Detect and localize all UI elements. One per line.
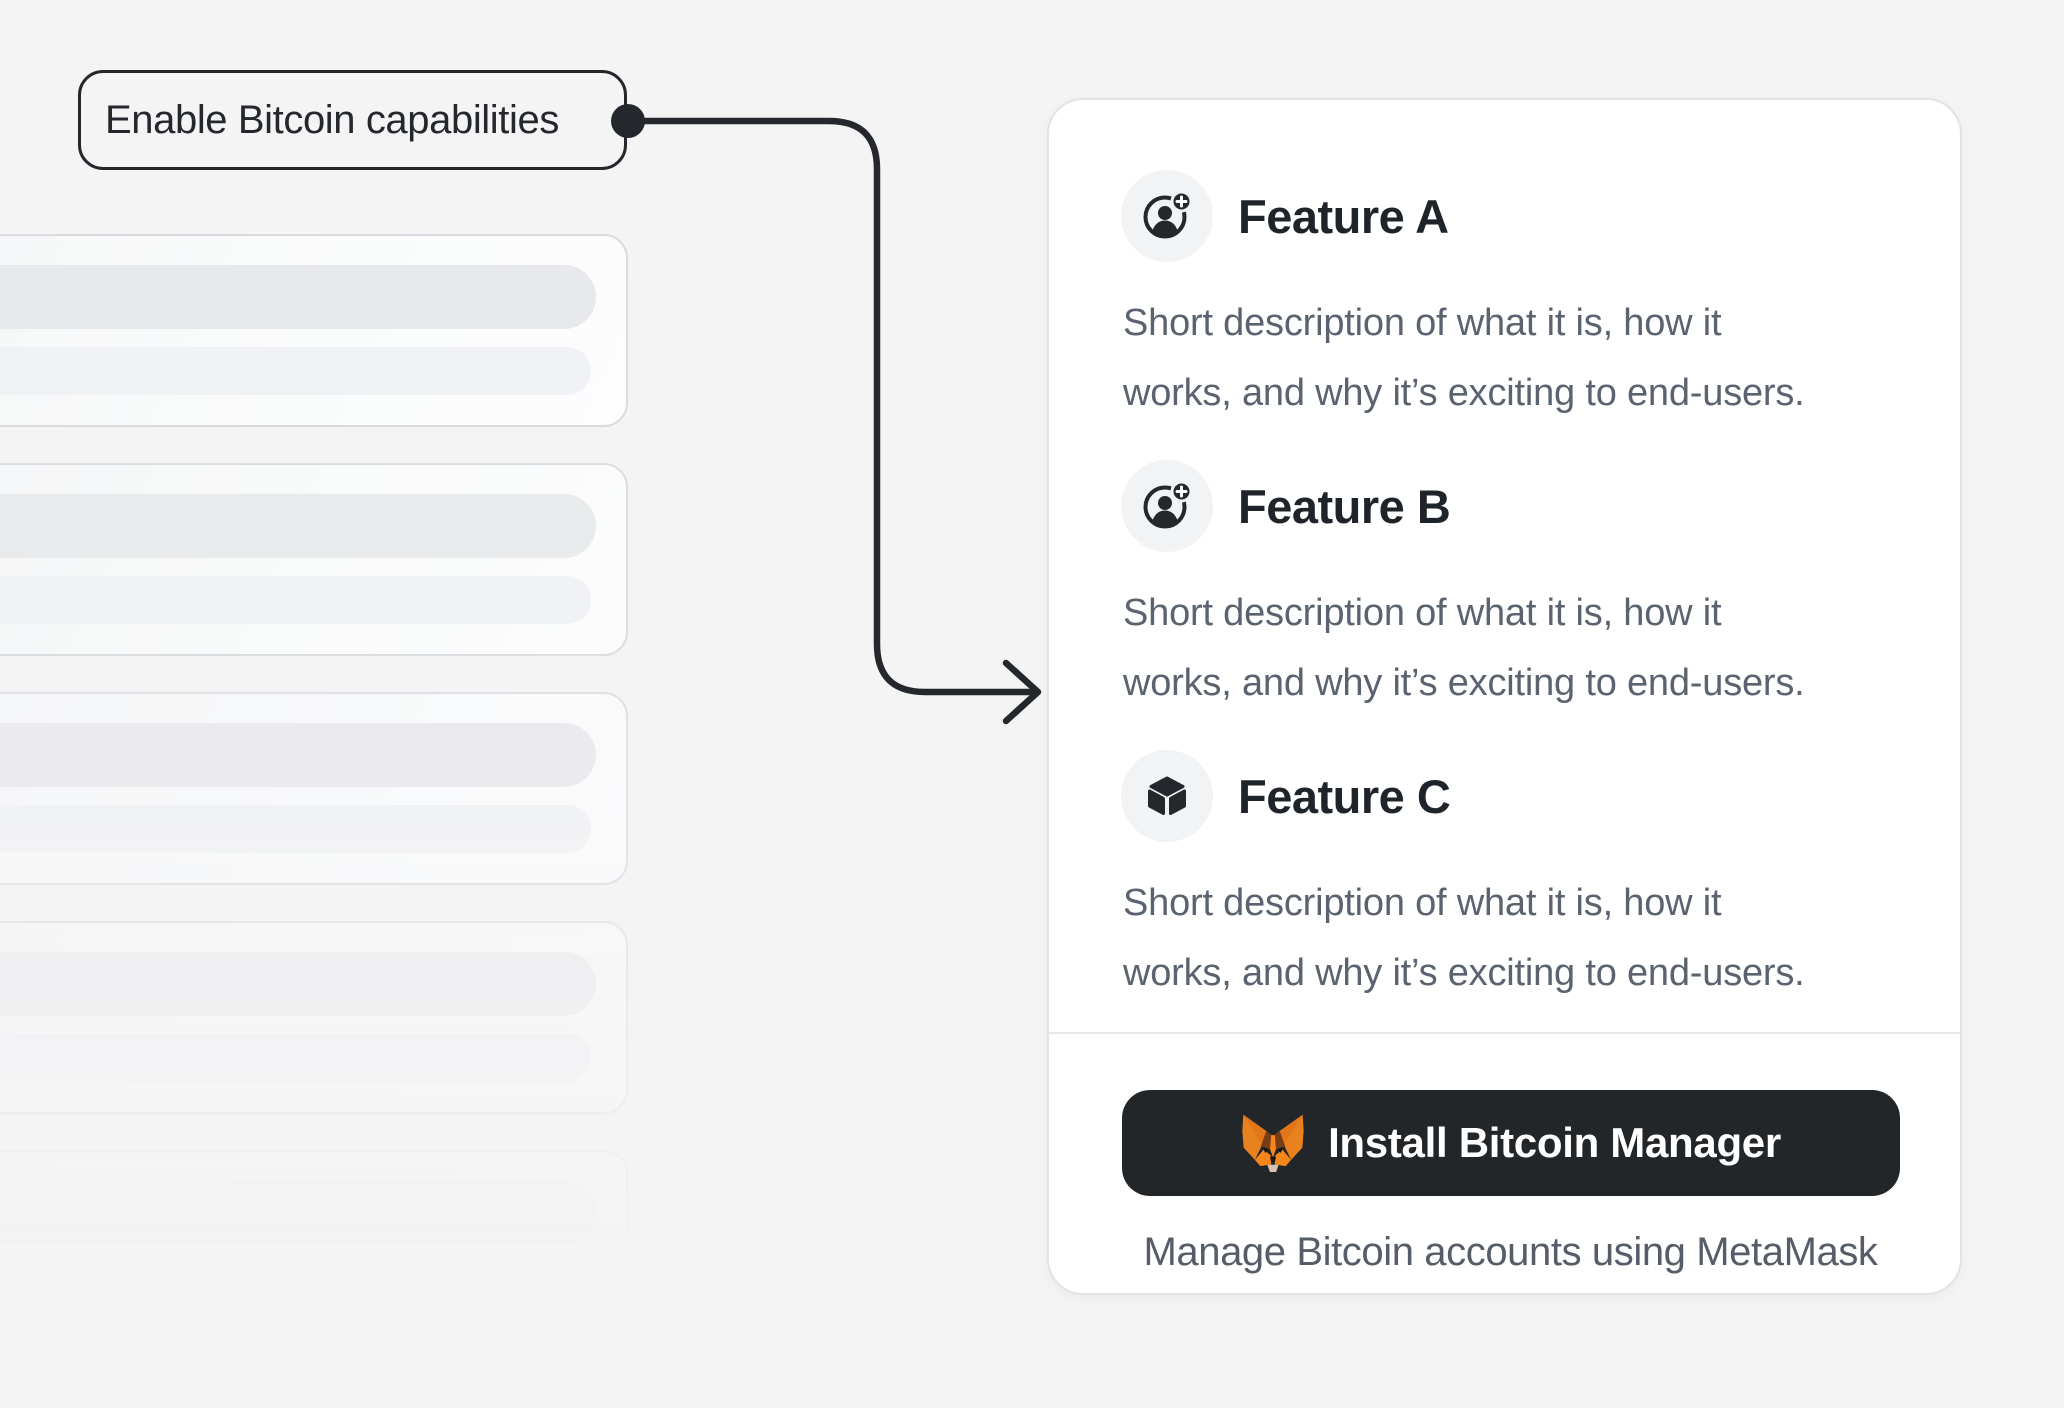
feature-icon-badge [1121, 460, 1213, 552]
feature-item: Feature C Short description of what it i… [1121, 750, 1900, 1008]
skeleton-card [0, 234, 628, 427]
feature-description-line: Short description of what it is, how it [1123, 302, 1722, 344]
skeleton-card [0, 1150, 628, 1343]
feature-title: Feature A [1238, 189, 1449, 243]
skeleton-row-primary [0, 265, 596, 329]
feature-icon-badge [1121, 170, 1213, 262]
skeleton-row-primary [0, 952, 596, 1016]
feature-description-line: Short description of what it is, how it [1123, 882, 1722, 924]
account-add-icon [1143, 480, 1193, 529]
feature-panel: Feature A Short description of what it i… [1047, 98, 1962, 1295]
skeleton-row-secondary [0, 1034, 591, 1082]
feature-title: Feature B [1238, 479, 1451, 533]
cube-icon [1148, 776, 1186, 815]
metamask-fox-icon [1242, 1114, 1304, 1172]
skeleton-row-secondary [0, 576, 591, 624]
feature-title: Feature C [1238, 769, 1451, 823]
cta-zone: Install Bitcoin Manager Manage Bitcoin a… [1121, 1034, 1900, 1281]
skeleton-card [0, 921, 628, 1114]
skeleton-row-secondary [0, 347, 591, 395]
feature-description-line: Short description of what it is, how it [1123, 592, 1722, 634]
feature-description-line: works, and why it’s exciting to end-user… [1123, 372, 1805, 414]
skeleton-row-secondary [0, 1263, 591, 1311]
panel-divider [1049, 1032, 1960, 1034]
feature-description-line: works, and why it’s exciting to end-user… [1123, 952, 1805, 994]
install-button-label: Install Bitcoin Manager [1328, 1119, 1781, 1166]
feature-icon-badge [1121, 750, 1213, 842]
connector-dot [611, 104, 645, 138]
skeleton-row-primary [0, 723, 596, 787]
skeleton-row-primary [0, 494, 596, 558]
feature-description-line: works, and why it’s exciting to end-user… [1123, 662, 1805, 704]
skeleton-row-secondary [0, 805, 591, 853]
cta-caption: Manage Bitcoin accounts using MetaMask [1143, 1230, 1878, 1274]
skeleton-card [0, 692, 628, 885]
callout-label: Enable Bitcoin capabilities [78, 70, 627, 170]
feature-item: Feature B Short description of what it i… [1121, 460, 1900, 718]
install-bitcoin-manager-button[interactable]: Install Bitcoin Manager [1121, 1090, 1900, 1196]
feature-item: Feature A Short description of what it i… [1121, 170, 1900, 428]
skeleton-card [0, 463, 628, 656]
account-add-icon [1143, 190, 1193, 239]
skeleton-row-primary [0, 1181, 596, 1245]
skeleton-list [0, 234, 628, 1379]
